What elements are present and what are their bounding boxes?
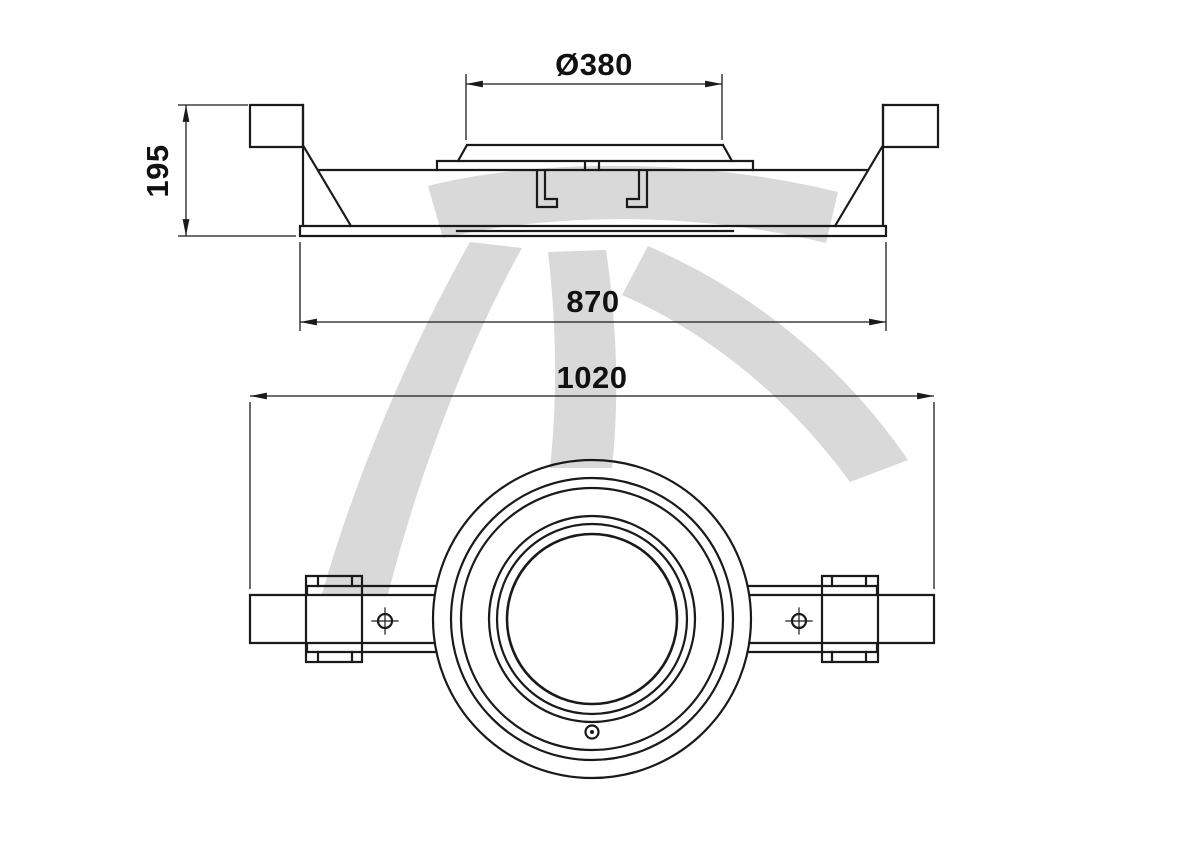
- side-cover-lid: [435, 143, 755, 172]
- watermark-middle-band: [548, 250, 617, 468]
- watermark-logo: [322, 165, 908, 594]
- dim-overall-width-extension-lines: [249, 402, 935, 589]
- watermark-right-band: [622, 246, 908, 482]
- watermark-left-band: [322, 242, 522, 594]
- plan-left-rail: [248, 584, 438, 654]
- plan-right-rail: [746, 584, 936, 654]
- plan-bolt-hole-left-crosshair: [371, 607, 399, 635]
- dim-overall-width-label: 1020: [557, 360, 628, 395]
- dim-base-width-extension-lines: [299, 242, 887, 331]
- plan-ring-3: [459, 486, 725, 752]
- plan-locking-screw-center: [590, 730, 594, 734]
- plan-ring-outer: [431, 458, 753, 780]
- dimension-labels: Ø380 195 870 1020: [140, 47, 633, 395]
- dim-height-extension-lines: [178, 104, 296, 237]
- dim-height-label: 195: [140, 144, 175, 197]
- side-left-rail-tab: [248, 103, 305, 149]
- plan-ring-inner: [505, 532, 679, 706]
- plan-ring-4: [487, 514, 697, 724]
- side-right-rail-tab: [881, 103, 940, 149]
- plan-left-clamp-bracket: [304, 574, 364, 664]
- plan-view: [248, 458, 936, 780]
- side-frame-body: [298, 103, 888, 238]
- dim-diameter-label: Ø380: [555, 47, 633, 82]
- plan-locking-screw: [584, 724, 600, 740]
- side-anchor-lugs: [535, 170, 649, 209]
- plan-ring-5: [495, 522, 689, 716]
- plan-ring-2: [449, 476, 735, 762]
- dim-base-width-label: 870: [566, 284, 619, 319]
- side-view: [248, 103, 940, 238]
- watermark-top-band: [428, 165, 838, 243]
- plan-right-clamp-bracket: [820, 574, 880, 664]
- plan-bolt-hole-right-crosshair: [785, 607, 813, 635]
- dimension-annotations: [178, 74, 935, 589]
